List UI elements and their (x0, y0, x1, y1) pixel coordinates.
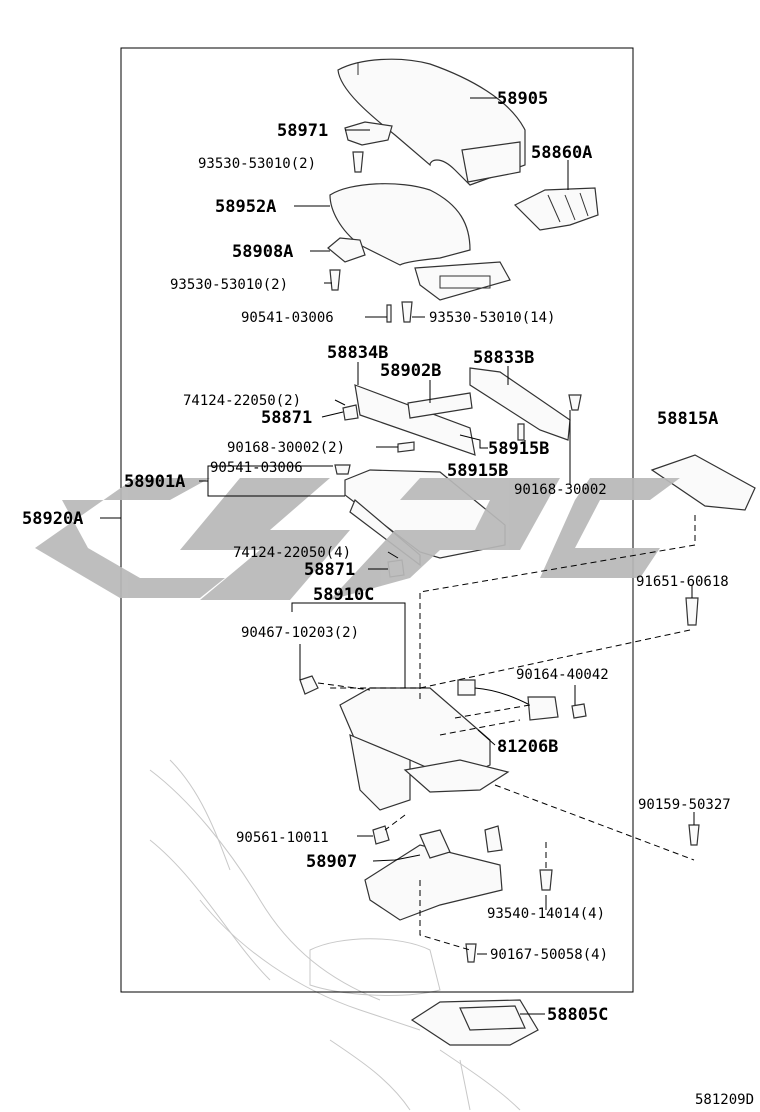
part-58860A-vent (513, 187, 599, 231)
label-58805C: 58805C (547, 1005, 608, 1025)
dashed-guides (317, 515, 696, 951)
label-93530-a: 93530-53010(2) (198, 156, 316, 172)
part-90467-clip (299, 675, 319, 695)
label-58871-b: 58871 (304, 560, 355, 580)
callout-labels: 58905 58971 93530-53010(2) 58860A 58952A… (22, 89, 754, 1108)
label-93530-b: 93530-53010(2) (170, 277, 288, 293)
label-58920A: 58920A (22, 509, 83, 529)
label-58902B: 58902B (380, 361, 441, 381)
label-58915B-b: 58915B (447, 461, 508, 481)
part-91651-bolt (685, 597, 699, 626)
vehicle-outline-ghost (149, 759, 521, 1111)
part-81206B-lamp (457, 679, 587, 721)
label-58910C: 58910C (313, 585, 374, 605)
label-58901A: 58901A (124, 472, 185, 492)
label-90164: 90164-40042 (516, 667, 609, 683)
part-58910C-console-box (339, 687, 510, 811)
part-58805C-panel (410, 999, 539, 1046)
part-58902B-strip (407, 392, 473, 419)
label-93530-c: 93530-53010(14) (429, 310, 555, 326)
label-90541-a: 90541-03006 (241, 310, 334, 326)
part-90561-grommet (372, 825, 390, 845)
part-58871-clip (342, 404, 359, 421)
screw-icons (329, 151, 582, 475)
part-58833B-rail (469, 367, 571, 441)
part-90167-screw (465, 943, 477, 963)
part-58908A-hinge (327, 237, 366, 263)
label-58871-a: 58871 (261, 408, 312, 428)
label-90168-a: 90168-30002(2) (227, 440, 345, 456)
label-58952A: 58952A (215, 197, 276, 217)
leader-lines (100, 97, 695, 1015)
part-58971-bracket (344, 121, 393, 146)
label-90467: 90467-10203(2) (241, 625, 359, 641)
part-90159-bolt (688, 824, 700, 846)
label-58833B: 58833B (473, 348, 534, 368)
label-74124-b: 74124-22050(4) (233, 545, 351, 561)
part-58907-bracket (364, 825, 503, 921)
label-90159: 90159-50327 (638, 797, 731, 813)
label-58860A: 58860A (531, 143, 592, 163)
label-93540: 93540-14014(4) (487, 906, 605, 922)
label-58971: 58971 (277, 121, 328, 141)
part-58905-armrest-lid (337, 58, 526, 186)
part-58815A-mat (650, 454, 756, 511)
label-74124-a: 74124-22050(2) (183, 393, 301, 409)
label-58908A: 58908A (232, 242, 293, 262)
diagram-id: 581209D (695, 1092, 754, 1108)
label-58915B-a: 58915B (488, 439, 549, 459)
label-91651: 91651-60618 (636, 574, 729, 590)
label-81206B: 81206B (497, 737, 558, 757)
assembly-frame (120, 47, 634, 993)
label-90168-b: 90168-30002 (514, 482, 607, 498)
label-90167: 90167-50058(4) (490, 947, 608, 963)
part-58952A-inner-cover (329, 183, 511, 301)
label-58907: 58907 (306, 852, 357, 872)
label-58905: 58905 (497, 89, 548, 109)
label-58815A: 58815A (657, 409, 718, 429)
label-58834B: 58834B (327, 343, 388, 363)
label-90541-b: 90541-03006 (210, 460, 303, 476)
part-93540-bolt (539, 869, 553, 891)
label-90561: 90561-10011 (236, 830, 329, 846)
